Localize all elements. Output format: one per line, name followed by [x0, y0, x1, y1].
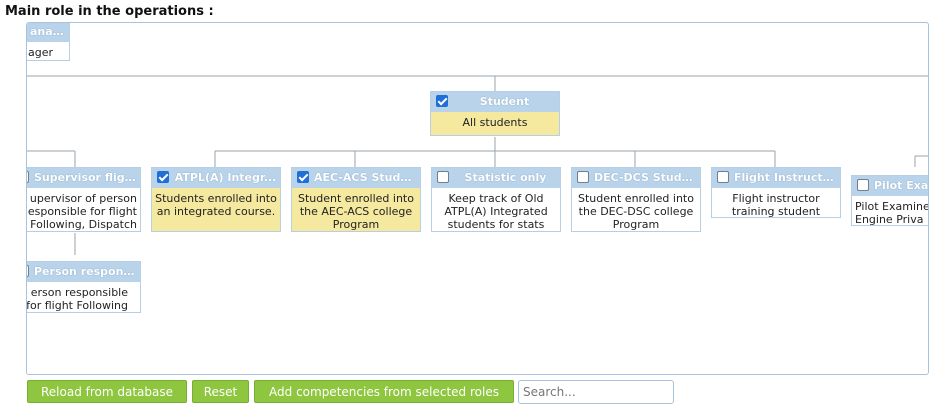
role-card-atpl[interactable]: ATPL(A) Integr... Students enrolled into… — [151, 167, 281, 232]
role-card-dec-dcs[interactable]: DEC-DCS Students Student enrolled into t… — [571, 167, 701, 232]
section-title: Main role in the operations : — [5, 4, 214, 19]
role-card-student[interactable]: Student All students — [430, 91, 560, 136]
role-card-person-responsible[interactable]: Person responsi... erson responsible for… — [26, 261, 141, 313]
role-card-supervisor[interactable]: Supervisor fligh... upervisor of person … — [27, 167, 141, 232]
role-card-manager[interactable]: anager ager — [27, 23, 70, 61]
role-description: Flight instructor training student — [731, 192, 821, 217]
role-title: Student — [479, 95, 530, 108]
role-card-aec-acs[interactable]: AEC-ACS Students Student enrolled into t… — [291, 167, 421, 232]
role-description: All students — [431, 112, 559, 135]
add-competencies-button[interactable]: Add competencies from selected roles — [254, 380, 514, 403]
role-title: anager — [30, 25, 66, 38]
role-description: Student enrolled into the AEC-ACS colleg… — [292, 188, 420, 231]
role-card-pilot-examiner[interactable]: Pilot Exam Pilot Examine Engine Priva — [851, 175, 929, 226]
role-checkbox[interactable] — [717, 171, 729, 183]
role-description: Keep track of Old ATPL(A) Integrated stu… — [444, 192, 548, 231]
role-card-statistic[interactable]: Statistic only Keep track of Old ATPL(A)… — [431, 167, 561, 232]
reload-from-database-button[interactable]: Reload from database — [27, 380, 187, 403]
role-description: Student enrolled into the DEC-DSC colleg… — [578, 192, 694, 231]
role-card-flight-instructor[interactable]: Flight Instructo... Flight instructor tr… — [711, 167, 841, 218]
role-description: erson responsible for flight Following — [26, 286, 128, 312]
role-title: DEC-DCS Students — [594, 171, 697, 184]
role-title: Flight Instructo... — [734, 171, 837, 184]
role-checkbox[interactable] — [27, 265, 29, 277]
tree-connectors — [27, 75, 928, 255]
role-checkbox[interactable] — [437, 171, 449, 183]
role-checkbox[interactable] — [157, 171, 169, 183]
role-tree-viewport[interactable]: anager ager Student All students Supervi… — [26, 22, 929, 375]
role-description: Pilot Examine Engine Priva — [855, 200, 929, 225]
role-description: upervisor of person esponsible for fligh… — [27, 192, 137, 231]
role-description: Students enrolled into an integrated cou… — [152, 188, 280, 231]
role-checkbox[interactable] — [297, 171, 309, 183]
role-title: Statistic only — [464, 171, 547, 184]
role-title: Pilot Exam — [874, 179, 929, 192]
role-checkbox[interactable] — [27, 171, 29, 183]
role-title: Supervisor fligh... — [34, 171, 137, 184]
search-input[interactable] — [518, 380, 674, 404]
role-checkbox[interactable] — [577, 171, 589, 183]
role-title: AEC-ACS Students — [314, 171, 417, 184]
role-description: ager — [28, 46, 54, 59]
role-checkbox[interactable] — [857, 179, 869, 191]
role-title: ATPL(A) Integr... — [174, 171, 277, 184]
reset-button[interactable]: Reset — [192, 380, 249, 403]
role-title: Person responsi... — [34, 265, 137, 278]
role-checkbox[interactable] — [436, 95, 448, 107]
